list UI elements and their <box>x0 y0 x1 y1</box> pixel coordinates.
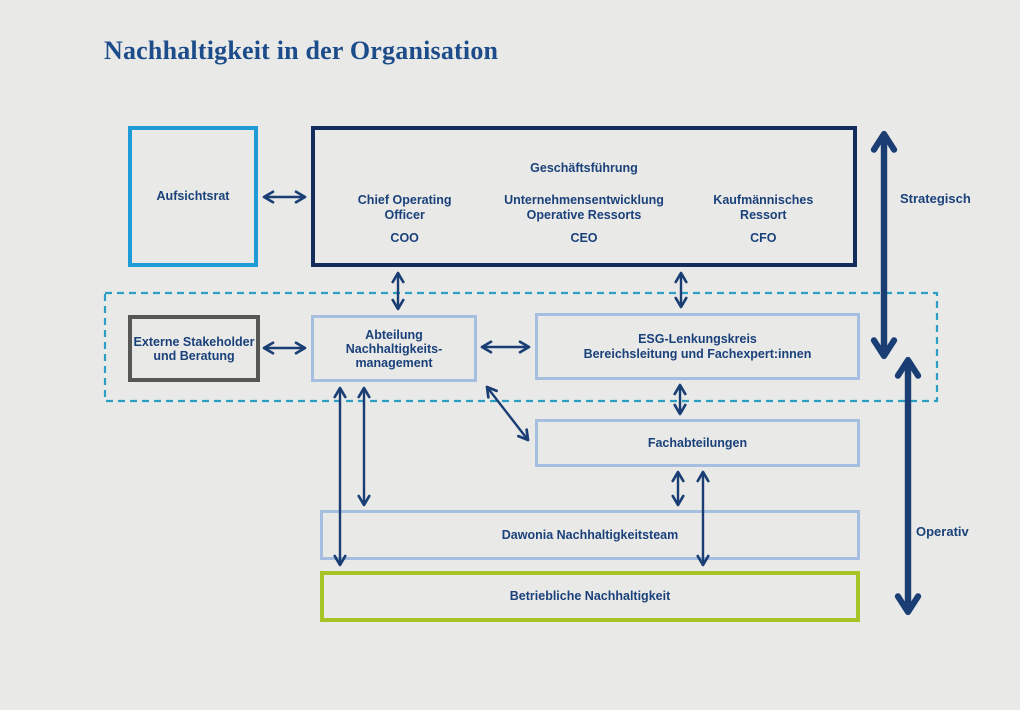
page-title: Nachhaltigkeit in der Organisation <box>104 36 499 65</box>
geschaeftsfuehrung-title: Geschäftsführung <box>530 161 638 175</box>
axis-label-strategisch: Strategisch <box>900 191 971 206</box>
box-abteilung-nachhaltigkeitsmanagement: Abteilung Nachhaltigkeits- management <box>311 315 477 382</box>
abteilung-line3: management <box>355 355 433 370</box>
role-ceo: Unternehmensentwicklung Operative Ressor… <box>494 193 673 246</box>
role-cfo: Kaufmännisches Ressort CFO <box>674 193 853 246</box>
arrow-abteilung-fachabteilungen <box>485 385 530 442</box>
role-cfo-name-line1: Kaufmännisches <box>713 193 814 207</box>
role-coo-abbr: COO <box>390 231 419 245</box>
fachabteilungen-label: Fachabteilungen <box>647 435 748 450</box>
externe-stakeholder-line2: und Beratung <box>153 348 235 363</box>
betriebliche-label: Betriebliche Nachhaltigkeit <box>509 589 671 603</box>
role-coo-name-line1: Chief Operating <box>357 193 452 207</box>
role-cfo-name-line2: Ressort <box>740 208 787 222</box>
esg-line2: Bereichsleitung und Fachexpert:innen <box>583 346 812 361</box>
box-geschaeftsfuehrung: Geschäftsführung Chief Operating Officer… <box>311 126 857 267</box>
abteilung-line1: Abteilung <box>365 327 423 342</box>
abteilung-line2: Nachhaltigkeits- <box>345 341 443 356</box>
role-coo-name-line2: Officer <box>384 208 425 222</box>
axis-label-operativ: Operativ <box>916 524 969 539</box>
role-cfo-abbr: CFO <box>750 231 777 245</box>
box-betriebliche-nachhaltigkeit: Betriebliche Nachhaltigkeit <box>320 571 860 622</box>
dawonia-team-label: Dawonia Nachhaltigkeitsteam <box>501 527 679 542</box>
role-coo: Chief Operating Officer COO <box>315 193 494 246</box>
externe-stakeholder-line1: Externe Stakeholder <box>133 334 255 349</box>
esg-line1: ESG-Lenkungskreis <box>638 331 757 346</box>
box-fachabteilungen: Fachabteilungen <box>535 419 860 467</box>
box-externe-stakeholder: Externe Stakeholder und Beratung <box>128 315 260 382</box>
role-ceo-abbr: CEO <box>570 231 598 245</box>
box-dawonia-nachhaltigkeitsteam: Dawonia Nachhaltigkeitsteam <box>320 510 860 560</box>
aufsichtsrat-label: Aufsichtsrat <box>156 189 230 203</box>
role-ceo-name-line2: Operative Ressorts <box>526 208 642 222</box>
box-aufsichtsrat: Aufsichtsrat <box>128 126 258 267</box>
role-ceo-name-line1: Unternehmensentwicklung <box>504 193 664 207</box>
geschaeftsfuehrung-roles: Chief Operating Officer COO Unternehmens… <box>315 193 853 246</box>
box-esg-lenkungskreis: ESG-Lenkungskreis Bereichsleitung und Fa… <box>535 313 860 380</box>
